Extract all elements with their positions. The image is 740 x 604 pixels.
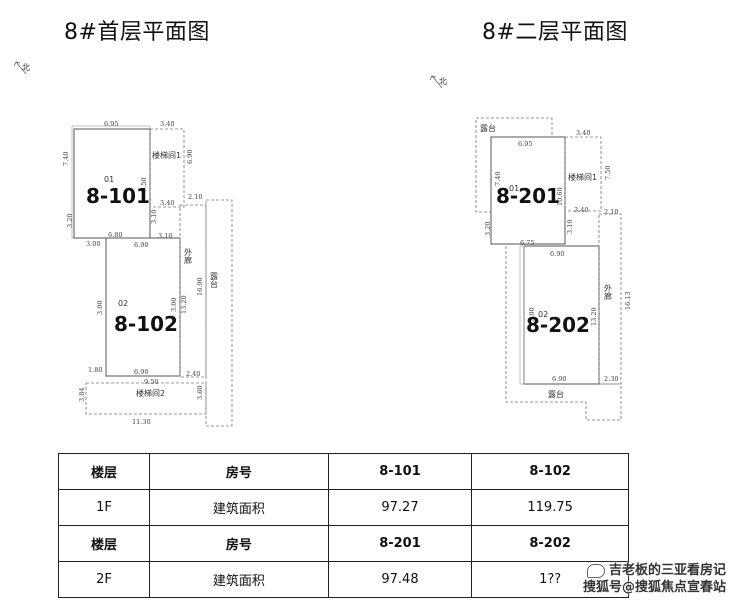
svg-text:2.10: 2.10 [604,208,618,216]
room-02-2f: 02 [538,310,548,319]
terrace-bottom-outline [505,246,622,421]
svg-text:2.10: 2.10 [188,193,202,201]
unit-8-102-label: 8-102 [114,312,178,336]
room-01-1f: 01 [104,175,114,184]
watermark: 吉老板的三亚看房记 搜狐号@搜狐焦点宣春站 [583,562,726,596]
unit-102-outline [105,237,181,377]
svg-text:6.90: 6.90 [186,150,194,164]
svg-text:2.30: 2.30 [604,375,618,383]
svg-text:3.00: 3.00 [170,298,178,312]
svg-text:6.90: 6.90 [552,375,566,383]
corridor-label-1f: 外廊 [184,247,193,265]
chat-bubble-icon [586,563,605,578]
room-01-2f: 01 [509,184,519,193]
floor-plans: 北 北 6.95 3.40 7.40 6.90 7.50 10.60 2.10 … [13,61,632,427]
stair-1-label-2f: 楼梯间1 [568,172,597,182]
svg-text:6.90: 6.90 [550,250,564,258]
first-floor-title: 8#首层平面图 [64,20,210,45]
north-arrow-2f: 北 [429,75,447,89]
table-cell: 97.48 [327,561,473,598]
north-label-2f: 北 [439,77,447,86]
second-floor-plan: 3.40 6.95 7.40 7.50 10.60 3.40 2.10 3.20… [475,117,632,421]
stair-2-outline [85,382,207,415]
svg-text:3.00: 3.00 [96,301,104,315]
svg-text:6.90: 6.90 [134,241,148,249]
svg-text:6.95: 6.95 [104,120,118,128]
area-table: 楼层 房号 8-101 8-102 1F 建筑面积 97.27 119.75 楼… [57,453,629,598]
table-cell: 8-201 [327,525,473,562]
svg-text:13.20: 13.20 [590,307,598,326]
unit-8-201-label: 8-201 [496,184,560,208]
svg-text:9.50: 9.50 [144,378,158,386]
table-cell: 建筑面积 [149,489,329,526]
stair-1-2f-outline [564,136,602,212]
table-row: 楼层 房号 8-201 8-202 [57,525,629,562]
svg-text:6.95: 6.95 [518,140,532,148]
terrace-outline [205,199,233,427]
table-cell: 房号 [149,453,329,490]
svg-text:7.50: 7.50 [140,178,148,192]
north-arrow-1f: 北 [13,61,30,75]
svg-text:3.20: 3.20 [66,214,74,228]
svg-text:3.20: 3.20 [484,222,492,236]
table-row: 楼层 房号 8-101 8-102 [57,453,629,490]
svg-text:13.20: 13.20 [180,295,188,314]
svg-text:3.40: 3.40 [576,129,590,137]
table-cell: 8-102 [471,453,629,490]
svg-text:11.30: 11.30 [132,418,151,426]
svg-text:13.00: 13.00 [528,307,536,326]
svg-text:1.80: 1.80 [88,366,102,374]
first-floor-plan: 6.95 3.40 7.40 6.90 7.50 10.60 2.10 3.40… [62,120,233,427]
second-floor-title: 8#二层平面图 [482,20,628,45]
svg-text:7.40: 7.40 [494,172,502,186]
svg-text:3.84: 3.84 [78,388,86,402]
table-cell: 119.75 [471,489,629,526]
svg-text:7.50: 7.50 [604,166,612,180]
svg-text:6.80: 6.80 [108,231,122,239]
svg-text:6.75: 6.75 [520,239,534,247]
table-cell: 97.27 [327,489,473,526]
stair-1-outline [149,128,185,208]
table-cell: 建筑面积 [149,561,329,598]
table-cell: 1F [57,489,151,526]
svg-text:6.90: 6.90 [134,368,148,376]
svg-text:3.10: 3.10 [566,220,574,234]
svg-text:3.00: 3.00 [86,240,100,248]
svg-text:3.10: 3.10 [150,210,158,224]
watermark-line1: 吉老板的三亚看房记 [608,563,726,578]
svg-text:2.40: 2.40 [186,370,200,378]
svg-text:3.40: 3.40 [160,120,174,128]
svg-text:10.60: 10.60 [556,187,564,206]
table-row: 2F 建筑面积 97.48 1?? [57,561,629,598]
stair-2-label-1f: 楼梯间2 [136,388,165,398]
svg-text:3.40: 3.40 [160,199,174,207]
terrace-top-label-2f: 露台 [480,123,496,133]
unit-8-101-label: 8-101 [86,184,150,208]
svg-text:7.40: 7.40 [62,152,70,166]
north-label-1f: 北 [22,63,30,72]
svg-text:16.90: 16.90 [196,277,204,296]
table-cell: 房号 [149,525,329,562]
table-cell: 8-101 [327,453,473,490]
svg-text:3.10: 3.10 [158,232,172,240]
terrace-label-1f: 露台 [210,272,219,289]
svg-text:3.40: 3.40 [574,206,588,214]
corridor-label-2f: 外廊 [604,283,613,301]
watermark-line2: 搜狐号@搜狐焦点宣春站 [582,580,726,595]
table-cell: 2F [57,561,151,598]
table-cell: 楼层 [57,525,151,562]
stair-1-label-1f: 楼梯间1 [152,150,181,160]
table-cell: 楼层 [57,453,151,490]
unit-8-202-label: 8-202 [526,313,590,337]
table-row: 1F 建筑面积 97.27 119.75 [57,489,629,526]
terrace-bottom-label-2f: 露台 [548,389,564,399]
room-02-1f: 02 [118,299,128,308]
svg-text:16.13: 16.13 [624,291,632,310]
table-cell: 8-202 [471,525,629,562]
svg-text:3.60: 3.60 [196,386,204,400]
